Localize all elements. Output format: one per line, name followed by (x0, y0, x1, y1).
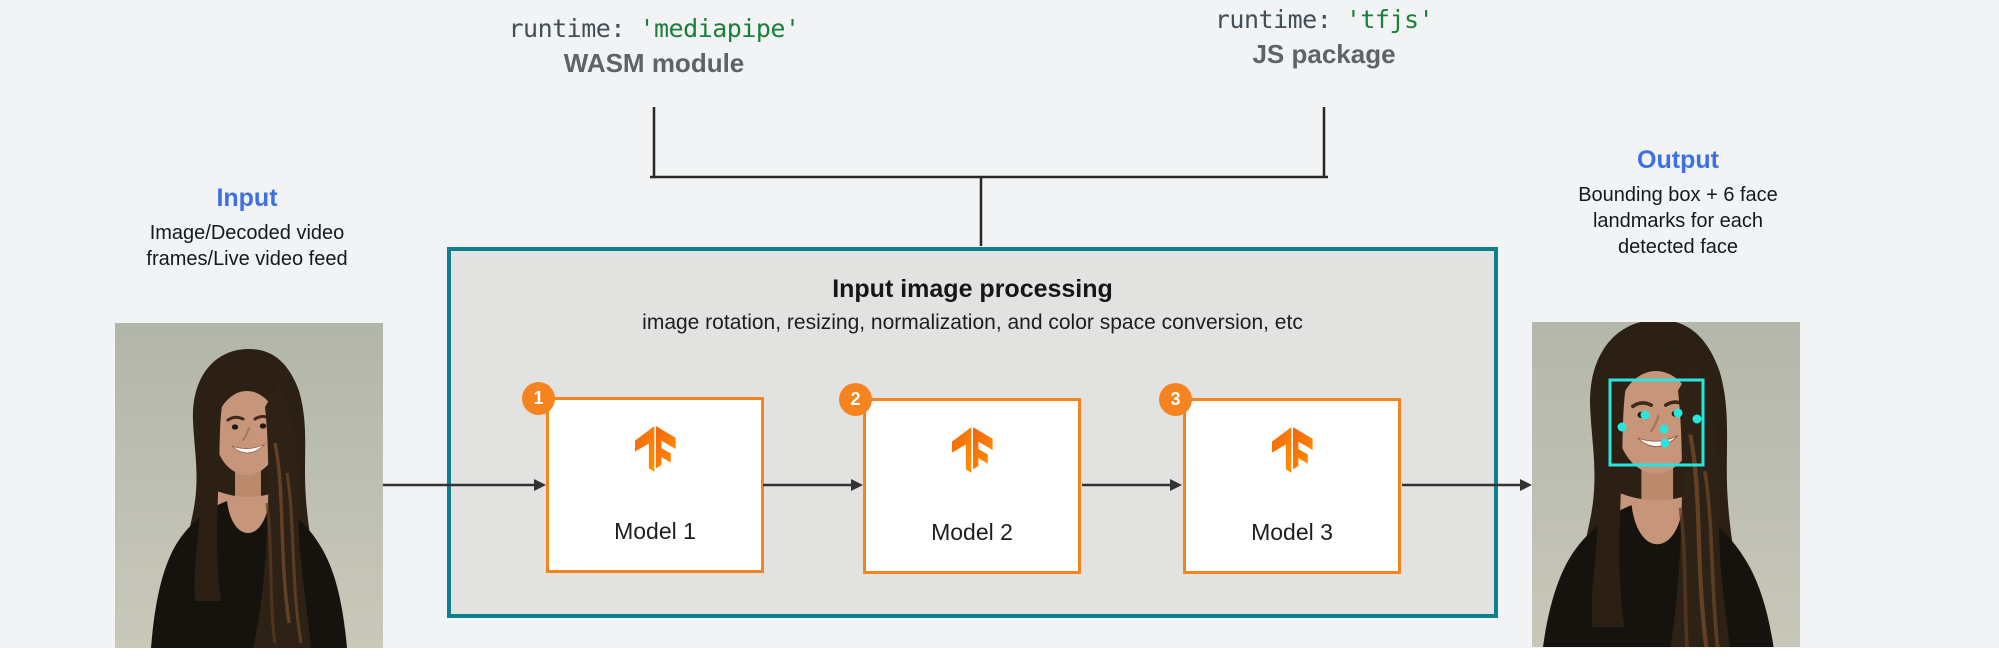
output-line-1: Bounding box + 6 face (1578, 184, 1778, 206)
wasm-module-caption: WASM module (563, 48, 745, 78)
runtime-code-line: runtime: 'mediapipe' (508, 14, 800, 43)
model-2-label: Model 2 (931, 519, 1013, 545)
output-line-2: landmarks for each (1592, 210, 1764, 232)
input-label-block: Input Image/Decoded video frames/Live vi… (146, 184, 347, 272)
bottom-margin-strip (0, 648, 1999, 665)
tensorflow-logo-icon (635, 426, 676, 472)
face-landmark-dot (1640, 410, 1650, 420)
face-landmark-dot (1673, 408, 1683, 418)
model-2-card: 2 Model 2 (839, 383, 1081, 574)
code-keyword: runtime: (508, 14, 640, 43)
face-landmark-dot (1659, 424, 1669, 434)
face-landmark-dot (1692, 414, 1702, 424)
runtime-code-line: runtime: 'tfjs' (1214, 5, 1434, 34)
processing-subtitle: image rotation, resizing, normalization,… (642, 311, 1303, 334)
face-bounding-box (1608, 378, 1705, 467)
input-line-2: frames/Live video feed (146, 248, 348, 270)
processing-title: Input image processing (832, 275, 1113, 303)
code-string: 'mediapipe' (639, 14, 800, 43)
step-1-badge: 1 (522, 382, 555, 415)
face-landmark-dot (1617, 422, 1627, 432)
output-photo (1532, 322, 1800, 647)
input-title: Input (216, 184, 278, 212)
face-landmark-dots (1617, 408, 1702, 448)
input-line-1: Image/Decoded video (149, 222, 345, 244)
output-label-block: Output Bounding box + 6 face landmarks f… (1578, 146, 1778, 260)
runtime-bracket-connector (650, 107, 1328, 246)
tensorflow-logo-icon (1272, 427, 1313, 473)
step-2-badge: 2 (839, 383, 872, 416)
model-3-label: Model 3 (1251, 519, 1333, 545)
code-keyword: runtime: (1214, 5, 1346, 34)
output-line-3: detected face (1617, 236, 1739, 258)
tensorflow-logo-icon (952, 427, 993, 473)
face-landmark-dot (1660, 438, 1670, 448)
model-1-card: 1 Model 1 (522, 382, 764, 573)
step-3-badge: 3 (1159, 383, 1192, 416)
model-3-card: 3 Model 3 (1159, 383, 1401, 574)
output-title: Output (1637, 146, 1719, 174)
model-1-label: Model 1 (614, 518, 696, 544)
code-string: 'tfjs' (1345, 5, 1434, 34)
input-photo (115, 323, 383, 648)
runtime-label-tfjs: runtime: 'tfjs' JS package (1214, 5, 1434, 70)
js-package-caption: JS package (1252, 39, 1396, 69)
runtime-label-mediapipe: runtime: 'mediapipe' WASM module (508, 14, 800, 79)
